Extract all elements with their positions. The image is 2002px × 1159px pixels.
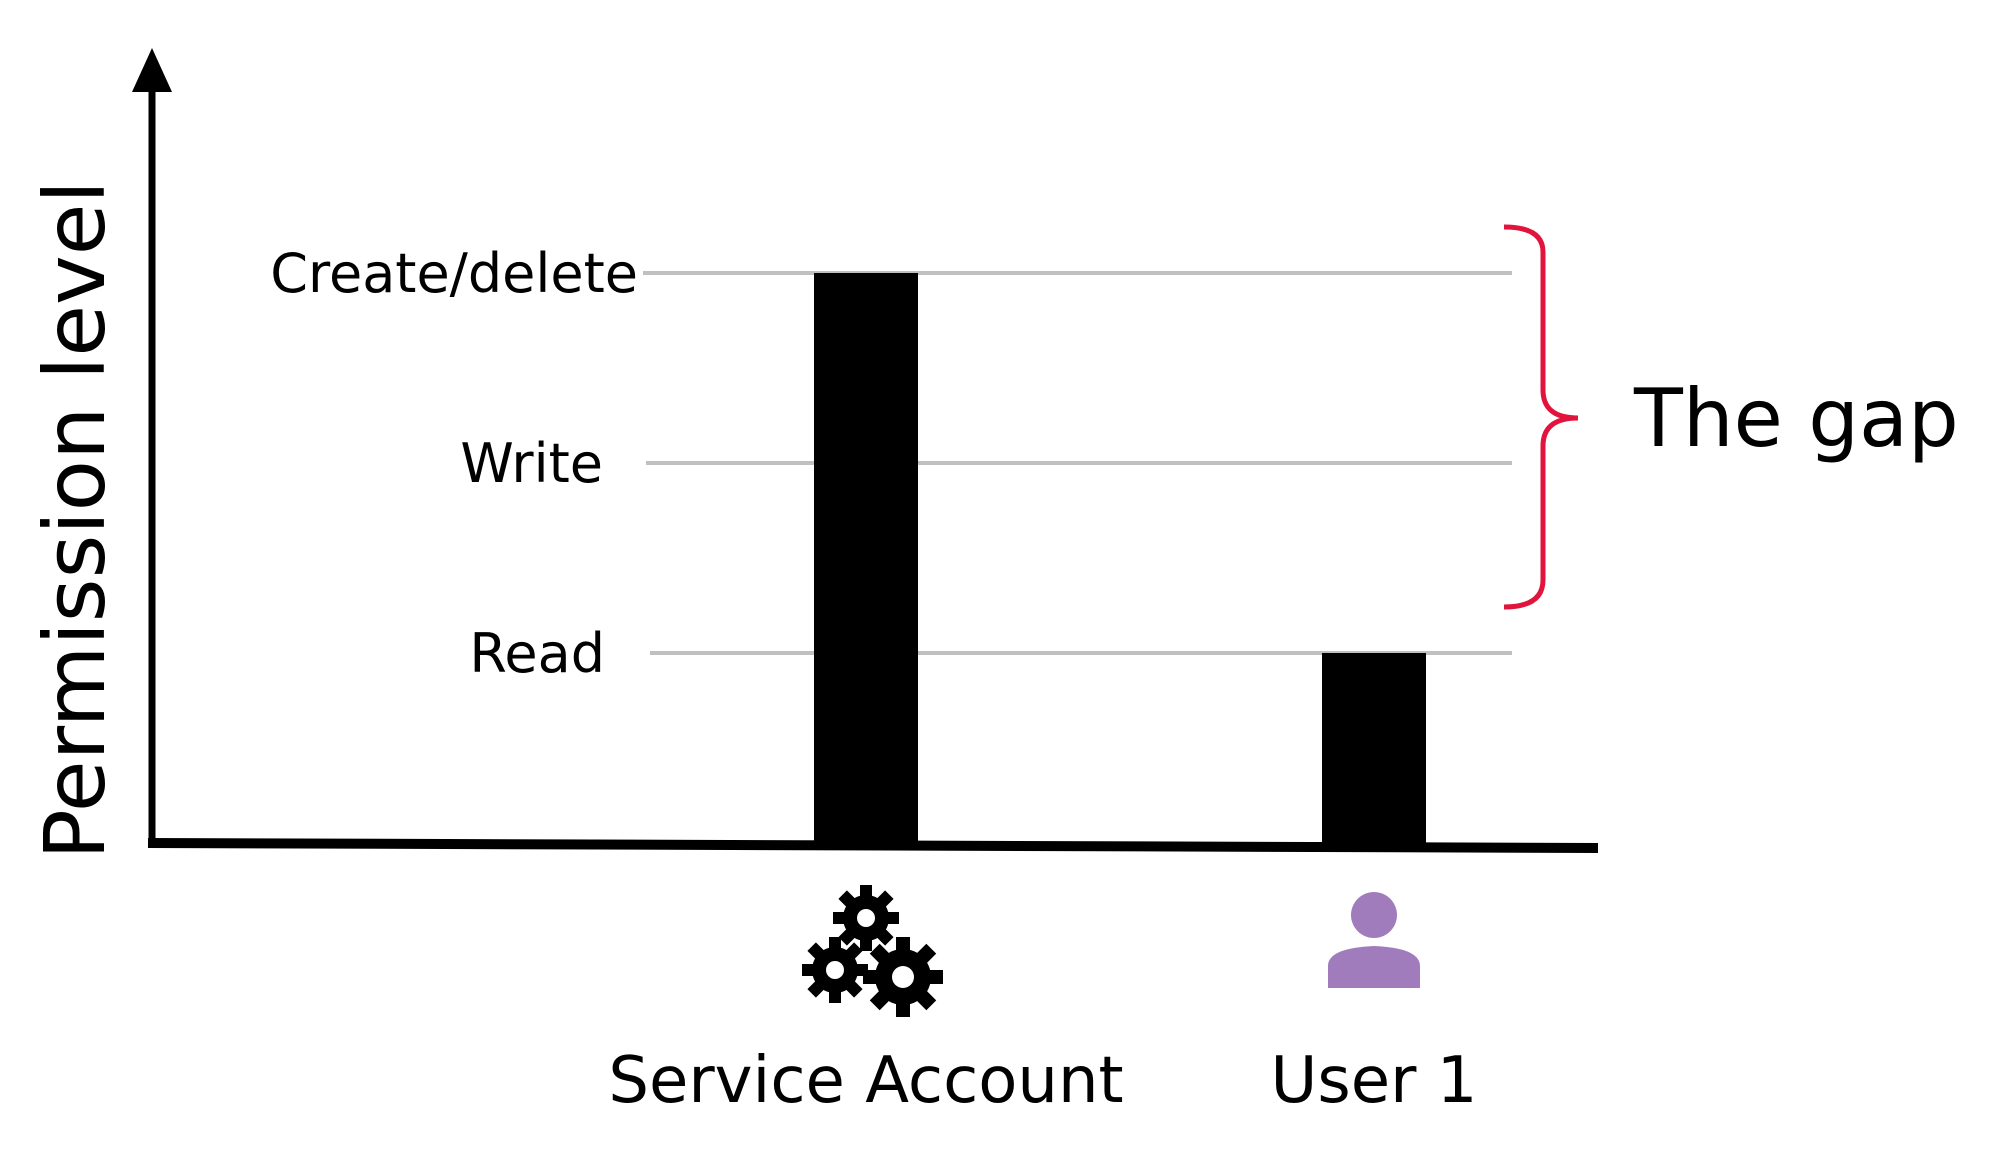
level-label-write: Write	[460, 432, 603, 495]
x-axis-line	[147, 838, 1599, 853]
axes	[132, 48, 1599, 853]
gridlines	[643, 271, 1512, 655]
user-icon	[1328, 892, 1420, 988]
y-axis-arrow	[132, 48, 172, 92]
bar-user-1	[1322, 653, 1426, 843]
gap-brace	[1503, 224, 1579, 610]
bar-service-account	[814, 273, 918, 843]
category-label-user-1: User 1	[1271, 1044, 1478, 1118]
gears-icon	[802, 885, 943, 1017]
bars	[814, 273, 1426, 843]
level-labels: Read Write Create/delete	[270, 242, 638, 685]
gap-label: The gap	[1633, 372, 1959, 465]
category-labels: Service Account User 1	[608, 1044, 1477, 1118]
level-label-read: Read	[469, 622, 605, 685]
level-label-create-delete: Create/delete	[270, 242, 638, 305]
y-axis-title: Permission level	[26, 180, 124, 860]
category-label-service-account: Service Account	[608, 1044, 1123, 1118]
